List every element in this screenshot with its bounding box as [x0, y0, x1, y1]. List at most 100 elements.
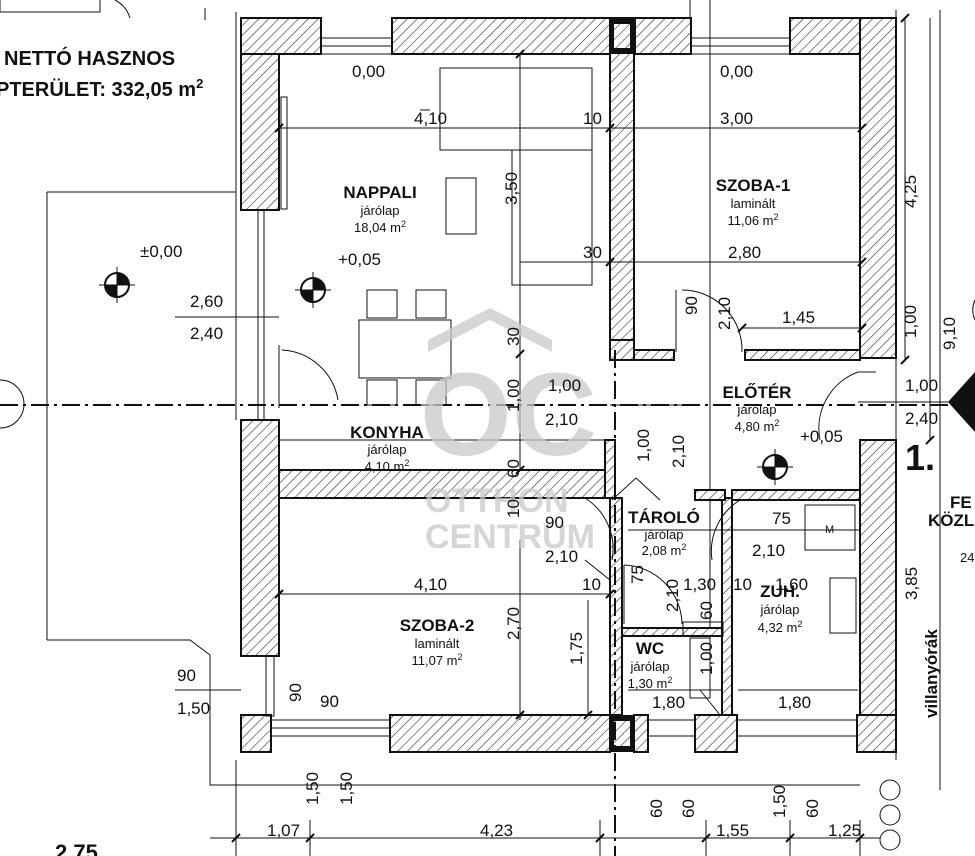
- wall-bottom-b: [389, 714, 611, 753]
- room-konyha: KONYHA járólap 4,10 m2: [350, 423, 424, 474]
- dim-label: 2,10: [545, 410, 578, 429]
- dim-label: 1,00: [697, 642, 716, 675]
- entrance-number: 1.: [905, 437, 935, 478]
- level-markers: [0, 267, 975, 485]
- room-zuh: ZUH. járólap 4,32 m2: [758, 582, 803, 635]
- door-tarolo: [611, 477, 661, 501]
- sofa: [439, 67, 593, 151]
- svg-text:18,04 m2: 18,04 m2: [354, 219, 406, 235]
- wall-bottom-a: [240, 714, 272, 753]
- svg-text:KONYHA: KONYHA: [350, 423, 424, 442]
- dim-label: 2,70: [504, 607, 523, 640]
- svg-text:2,08 m2: 2,08 m2: [642, 542, 687, 558]
- svg-text:11,06 m2: 11,06 m2: [727, 212, 778, 228]
- svg-text:laminált: laminált: [415, 636, 460, 651]
- level-outside: ±0,00: [140, 242, 182, 261]
- dim-label: 1,50: [770, 785, 789, 818]
- dim-label: 60: [647, 799, 666, 818]
- wall-bottom-c: [633, 714, 649, 753]
- door-entrance-arc: [818, 371, 859, 441]
- header-line2: PTERÜLET: 332,05 m2: [0, 76, 203, 101]
- dim-label: 90: [545, 513, 564, 532]
- door-szoba2-arc: [584, 497, 614, 561]
- wall-mid-vertical: [609, 17, 635, 359]
- dim-label: 2,10: [669, 435, 688, 468]
- svg-text:NAPPALI: NAPPALI: [343, 183, 416, 202]
- dim-label: 1,00: [905, 376, 938, 395]
- svg-text:járólap: járólap: [366, 442, 406, 457]
- wall-szoba1-bottom-b: [744, 349, 861, 361]
- dim-label: 1,00: [901, 305, 920, 338]
- svg-text:SZOBA-1: SZOBA-1: [716, 176, 791, 195]
- dim-label: 60: [803, 799, 822, 818]
- level-eloter: +0,05: [800, 427, 843, 446]
- svg-text:TÁROLÓ: TÁROLÓ: [628, 508, 700, 527]
- side-label-fe: FE: [950, 493, 972, 512]
- level-nappali-ceiling: 0,00: [352, 62, 385, 81]
- dim-label: 1,07: [267, 821, 300, 840]
- wall-wc-right: [721, 497, 733, 716]
- room-szoba1: SZOBA-1 laminált 11,06 m2: [716, 176, 791, 228]
- side-label-24: 24: [960, 550, 974, 565]
- dim-label: 75: [628, 565, 647, 584]
- dim-label: 1,80: [778, 693, 811, 712]
- dining-table: [358, 319, 452, 379]
- wall-bottom-e: [856, 714, 897, 753]
- dim-label: 10: [733, 575, 752, 594]
- dim-label: 90: [320, 692, 339, 711]
- svg-text:1,30 m2: 1,30 m2: [628, 675, 673, 691]
- glass-wall-left: [257, 209, 265, 421]
- svg-text:járólap: járólap: [359, 203, 399, 218]
- room-nappali: NAPPALI járólap 18,04 m2: [343, 183, 416, 235]
- dim-label: 90: [682, 296, 701, 315]
- dim-label: 60: [697, 601, 716, 620]
- sofa-chaise: [511, 149, 593, 286]
- watermark-line2: CENTRUM: [425, 518, 595, 556]
- wall-left-bottom: [240, 419, 280, 657]
- watermark-line1: OTTHON: [425, 482, 569, 520]
- window-wc: [647, 719, 696, 737]
- dimension-labels-vertical: 3,50 30 1,00 60 10 2,70 1,75 4,25 1,00 9…: [286, 172, 959, 818]
- room-wc: WC járólap 1,30 m2: [628, 639, 673, 691]
- dim-label: 75: [772, 509, 791, 528]
- dim-label: 2,10: [545, 547, 578, 566]
- dim-label: 2,75: [55, 840, 98, 856]
- level-nappali: +0,05: [338, 250, 381, 269]
- dim-label: 1,55: [716, 821, 749, 840]
- dim-label: 4,10: [414, 109, 447, 128]
- dim-label: 30: [583, 243, 602, 262]
- level-szoba1-ceiling: 0,00: [720, 62, 753, 81]
- dim-label: 1,80: [652, 693, 685, 712]
- tv-unit: [280, 96, 288, 210]
- room-szoba2: SZOBA-2 laminált 11,07 m2: [400, 616, 475, 668]
- dim-label: 1,50: [303, 772, 322, 805]
- dim-label: 60: [679, 799, 698, 818]
- entrance-arrow-icon: [948, 372, 975, 432]
- label-villanyorak: villanyórák: [922, 629, 941, 718]
- side-label-kozl: KÖZL: [928, 511, 974, 530]
- wc-bowl: [689, 637, 711, 699]
- door-zuh-arc: [710, 499, 741, 561]
- furniture: [280, 67, 857, 699]
- dim-label: 4,25: [901, 175, 920, 208]
- svg-text:SZOBA-2: SZOBA-2: [400, 616, 475, 635]
- level-marker-outside: [99, 267, 135, 303]
- dim-label: 2,80: [728, 243, 761, 262]
- door-nappali-arc: [281, 349, 339, 401]
- dim-label: 30: [504, 327, 523, 346]
- svg-text:járólap: járólap: [736, 402, 776, 417]
- dim-label: 4,23: [480, 821, 513, 840]
- dimension-labels: 4,10 10 3,00 30 2,80 2,60 2,40 1,45 1,00…: [55, 109, 938, 856]
- svg-text:ELŐTÉR: ELŐTÉR: [723, 383, 792, 402]
- dim-label: 60: [504, 459, 523, 478]
- svg-text:4,80 m2: 4,80 m2: [735, 418, 780, 434]
- dim-label: 2,10: [663, 579, 682, 612]
- dim-label: 3,50: [502, 172, 521, 205]
- wall-right-bottom: [859, 439, 897, 753]
- dim-label: 9,10: [940, 317, 959, 350]
- wall-top-a: [240, 17, 322, 55]
- dim-label: 2,40: [190, 324, 223, 343]
- level-marker-eloter: [757, 449, 793, 485]
- door-wc-arc: [623, 564, 683, 625]
